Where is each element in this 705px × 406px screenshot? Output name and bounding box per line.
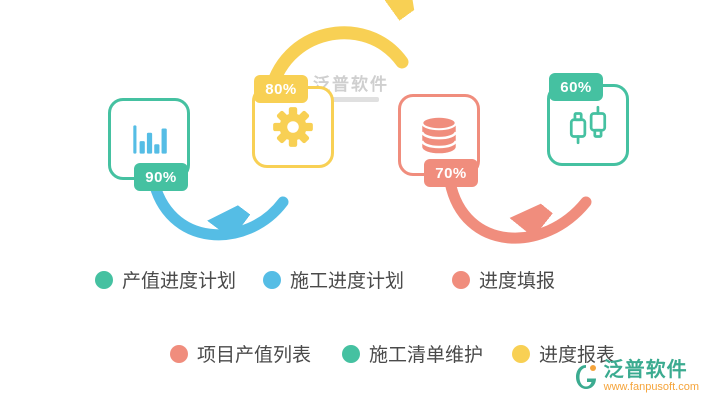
arrow-blue bbox=[147, 172, 289, 241]
legend-item-output-list: 项目产值列表 bbox=[170, 340, 311, 367]
fanpu-logo-icon bbox=[575, 365, 596, 389]
arrow-yellow bbox=[263, 33, 402, 103]
card-gear: 80% bbox=[252, 75, 334, 168]
progress-badge: 60% bbox=[549, 73, 603, 101]
legend-label: 进度填报 bbox=[479, 271, 556, 292]
card-bar-chart: 90% bbox=[108, 98, 190, 191]
legend-dot-blue bbox=[263, 270, 281, 289]
legend-label: 产值进度计划 bbox=[122, 271, 237, 292]
gear-icon bbox=[273, 107, 313, 147]
usb-cable-icon bbox=[569, 105, 607, 145]
progress-badge: 70% bbox=[424, 159, 478, 187]
fanpu-logo: 泛普软件 www.fanpusoft.com bbox=[573, 360, 699, 394]
legend-item-progress-report: 进度报表 bbox=[512, 340, 615, 367]
brand-title: 泛普软件 bbox=[603, 359, 688, 381]
legend-item-progress-fill: 进度填报 bbox=[452, 266, 555, 293]
legend-item-output-plan: 产值进度计划 bbox=[95, 266, 236, 293]
progress-badge: 80% bbox=[254, 75, 308, 103]
legend-item-list-maintenance: 施工清单维护 bbox=[342, 340, 483, 367]
legend-label: 项目产值列表 bbox=[197, 345, 312, 366]
bar-chart-icon bbox=[133, 125, 167, 154]
legend-item-construction-plan: 施工进度计划 bbox=[263, 266, 404, 293]
card-usb: 60% bbox=[547, 73, 629, 166]
legend-label: 施工清单维护 bbox=[369, 345, 484, 366]
legend-dot-salmon bbox=[170, 344, 188, 363]
legend-dot-yellow bbox=[512, 344, 530, 363]
card-database: 70% bbox=[398, 94, 480, 187]
database-icon bbox=[421, 115, 457, 154]
legend-label: 施工进度计划 bbox=[290, 271, 405, 292]
legend-dot-teal bbox=[95, 270, 113, 289]
legend-label: 进度报表 bbox=[539, 345, 616, 366]
progress-badge: 90% bbox=[134, 163, 188, 191]
brand-url: www.fanpusoft.com bbox=[603, 381, 699, 393]
legend-dot-salmon bbox=[452, 270, 470, 289]
arrow-salmon bbox=[444, 176, 592, 244]
legend-dot-teal bbox=[342, 344, 360, 363]
